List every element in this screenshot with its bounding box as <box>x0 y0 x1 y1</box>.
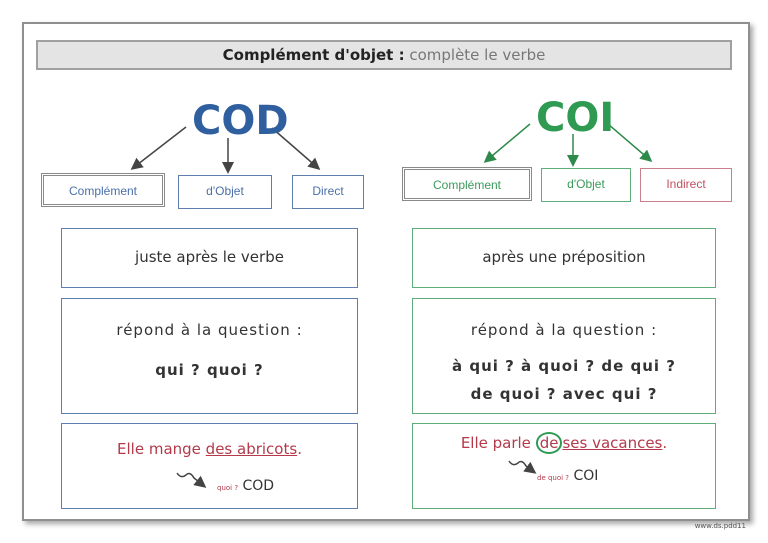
title-rest: complète le verbe <box>404 46 546 64</box>
cod-tag-label: COD <box>242 478 275 494</box>
coi-example-object: ses vacances <box>562 434 663 452</box>
cod-heading: COD <box>192 98 289 144</box>
coi-question-label: répond à la question : <box>470 321 658 339</box>
credit-text: www.ds.pdd11 <box>694 522 746 530</box>
coi-word-objet: d'Objet <box>541 168 631 202</box>
coi-heading: COI <box>536 95 615 141</box>
coi-question-line2: de quoi ? avec qui ? <box>470 385 658 403</box>
cod-word-complement: Complément <box>41 173 165 207</box>
arrow-coi-right <box>607 123 653 162</box>
coi-tag: de quoi ? COI <box>537 468 598 484</box>
coi-word-complement: Complément <box>402 167 532 201</box>
coi-word-indirect: Indirect <box>640 168 732 202</box>
cod-word-objet: d'Objet <box>178 175 272 209</box>
cod-example-before: Elle mange <box>117 440 206 458</box>
cod-example-after: . <box>297 440 302 458</box>
coi-tag-small: de quoi ? <box>537 474 570 482</box>
coi-question-box: répond à la question : à qui ? à quoi ? … <box>412 298 716 414</box>
arrow-coi-example <box>508 460 537 474</box>
cod-question-label: répond à la question : <box>116 321 303 339</box>
arrow-coi-left <box>483 123 531 163</box>
cod-question-box: répond à la question : qui ? quoi ? <box>61 298 358 414</box>
cod-word-direct: Direct <box>292 175 364 209</box>
cod-tag-small: quoi ? <box>217 484 239 492</box>
cod-tag: quoi ? COD <box>217 478 274 494</box>
coi-example-prep: de <box>535 432 563 454</box>
coi-position-box: après une préposition <box>412 228 716 288</box>
arrow-cod-right <box>271 127 321 170</box>
cod-position-box: juste après le verbe <box>61 228 358 288</box>
title-bar: Complément d'objet : complète le verbe <box>36 40 732 70</box>
coi-example-before: Elle parle <box>460 434 536 452</box>
arrow-cod-left <box>130 126 187 170</box>
cod-example-object: des abricots <box>205 440 298 458</box>
coi-example-after: . <box>662 434 668 452</box>
title-bold: Complément d'objet : <box>222 46 405 64</box>
cod-example: Elle mange des abricots. <box>62 440 357 458</box>
cod-question: qui ? quoi ? <box>155 361 264 379</box>
card-frame <box>22 22 750 521</box>
coi-question-line1: à qui ? à quoi ? de qui ? <box>451 357 676 375</box>
coi-tag-label: COI <box>573 468 599 484</box>
arrow-cod-example <box>176 472 207 488</box>
cod-example-box: Elle mange des abricots. quoi ? COD <box>61 423 358 509</box>
